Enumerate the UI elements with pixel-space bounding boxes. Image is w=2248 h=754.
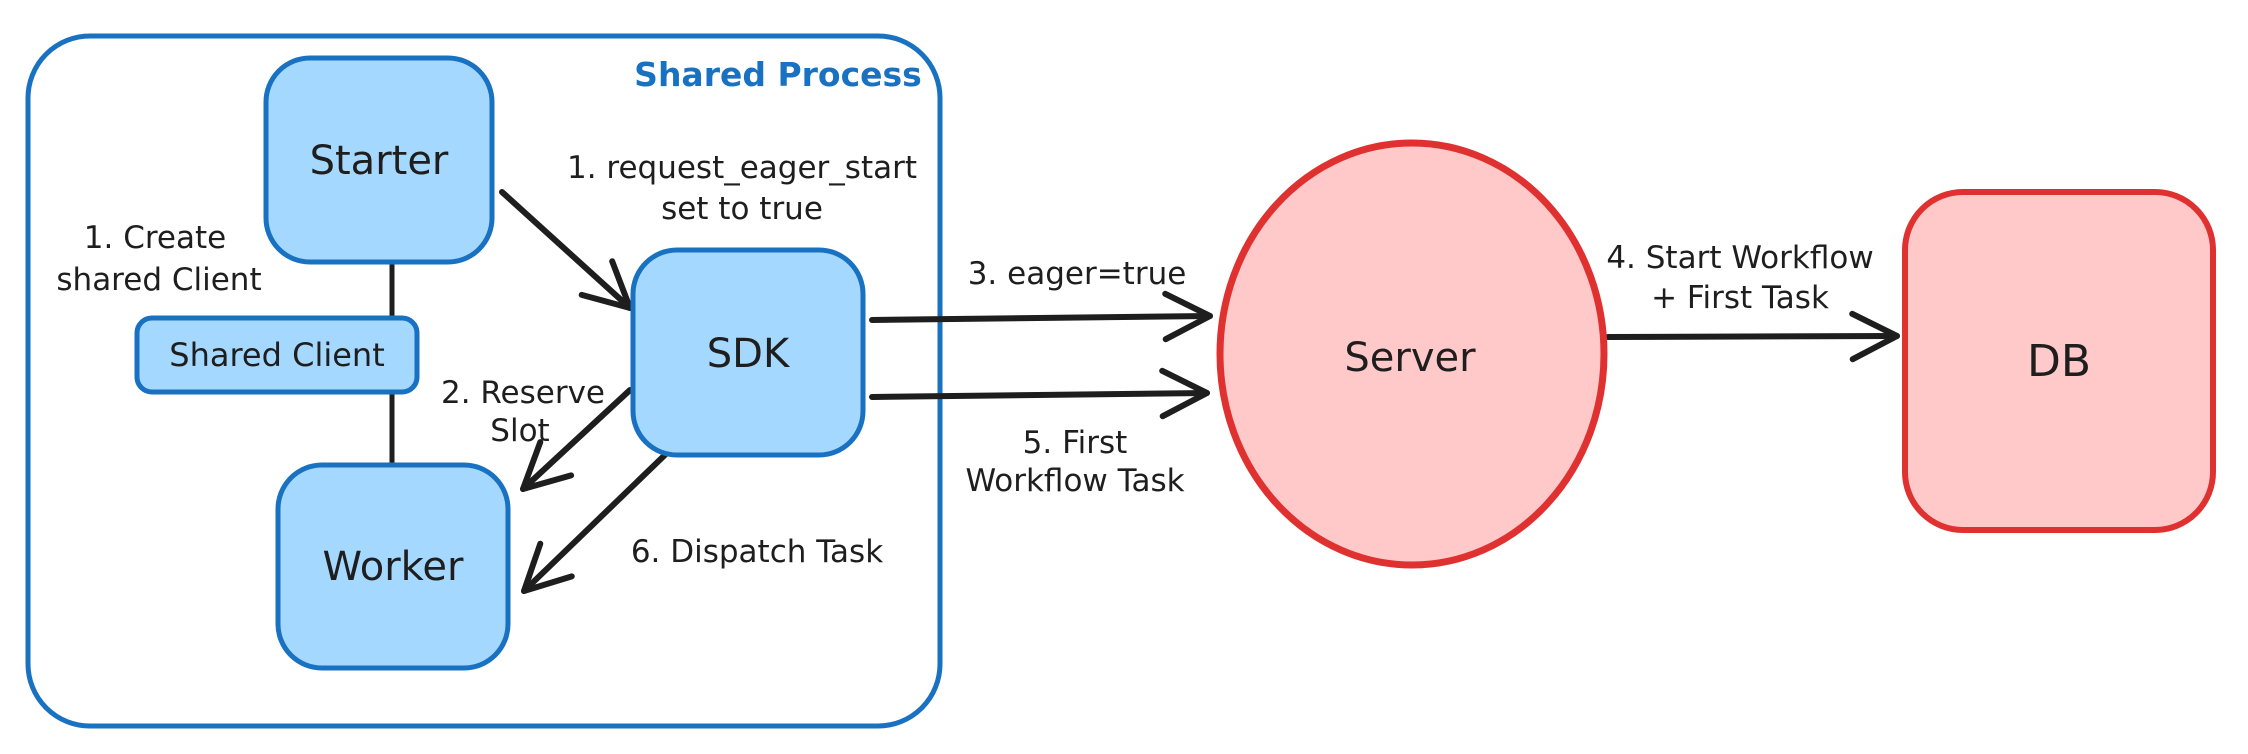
db-label: DB bbox=[2027, 336, 2091, 387]
arrow-sdk-to-worker-reserve bbox=[520, 387, 633, 492]
shared-process-label: Shared Process bbox=[634, 55, 922, 94]
annotation-first-workflow-task-line2: Workflow Task bbox=[965, 463, 1184, 499]
arrow-sdk-to-worker-dispatch bbox=[521, 449, 671, 594]
shared-client-label: Shared Client bbox=[169, 336, 384, 374]
shared-client-node bbox=[134, 315, 420, 395]
arrow-server-to-db bbox=[1605, 310, 1900, 363]
db-node bbox=[1902, 189, 2216, 533]
annotation-eager-true: 3. eager=true bbox=[968, 256, 1187, 292]
annotation-dispatch-task: 6. Dispatch Task bbox=[631, 534, 883, 570]
sdk-label: SDK bbox=[707, 331, 791, 377]
server-node bbox=[1216, 139, 1608, 569]
sdk-node bbox=[630, 247, 866, 458]
annotation-create-shared-client: 1. Create shared Client bbox=[56, 220, 261, 298]
annotation-reserve-slot: 2. Reserve Slot bbox=[441, 375, 605, 449]
annotation-reserve-slot-line2: Slot bbox=[490, 413, 549, 449]
arrow-sdk-to-server-eager bbox=[869, 290, 1213, 343]
server-label: Server bbox=[1344, 335, 1476, 381]
arrow-sdk-to-server-first-task bbox=[869, 367, 1210, 420]
annotation-reserve-slot-line1: 2. Reserve bbox=[441, 375, 605, 411]
starter-node bbox=[263, 55, 495, 265]
annotation-request-eager-start-line2: set to true bbox=[661, 191, 823, 227]
annotation-first-workflow-task-line1: 5. First bbox=[1023, 425, 1128, 461]
annotation-create-shared-client-line1: 1. Create bbox=[84, 220, 226, 256]
shared-process-container bbox=[25, 33, 943, 729]
annotation-start-workflow: 4. Start Workflow + First Task bbox=[1606, 240, 1873, 316]
starter-label: Starter bbox=[310, 138, 449, 184]
worker-label: Worker bbox=[323, 544, 464, 590]
annotation-request-eager-start: 1. request_eager_start set to true bbox=[567, 150, 917, 227]
worker-node bbox=[275, 462, 511, 671]
annotation-start-workflow-line2: + First Task bbox=[1651, 280, 1829, 316]
annotation-create-shared-client-line2: shared Client bbox=[56, 262, 261, 298]
annotation-request-eager-start-line1: 1. request_eager_start bbox=[567, 150, 917, 186]
annotation-start-workflow-line1: 4. Start Workflow bbox=[1606, 240, 1873, 276]
arrow-starter-to-sdk bbox=[499, 189, 633, 311]
annotation-first-workflow-task: 5. First Workflow Task bbox=[965, 425, 1184, 499]
